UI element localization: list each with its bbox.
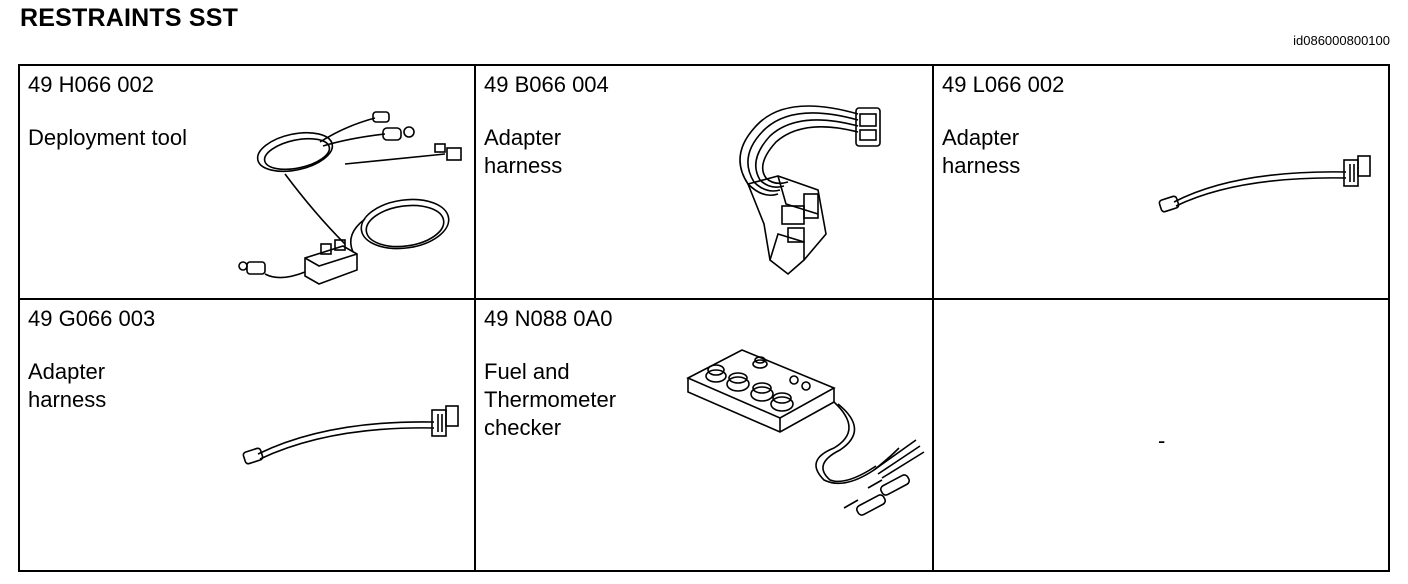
part-number: 49 G066 003 [28, 306, 156, 331]
tool-cell-empty: - [934, 300, 1388, 570]
part-name-line: Deployment tool [28, 125, 187, 150]
tool-cell-49g066003: 49 G066 003 Adapter harness [20, 300, 476, 570]
part-name-line: Fuel and [484, 359, 570, 384]
part-name-line: Adapter [484, 125, 562, 150]
part-name: Adapter harness [484, 124, 562, 180]
part-name-line: checker [484, 415, 562, 440]
deployment-tool-icon [225, 104, 465, 294]
part-number: 49 N088 0A0 [484, 306, 613, 331]
adapter-harness-connector-icon [708, 84, 908, 284]
part-name: Deployment tool [28, 124, 187, 152]
document-id: id086000800100 [1293, 33, 1390, 48]
part-name-line: harness [942, 153, 1021, 178]
adapter-harness-cable-icon [1156, 150, 1376, 220]
part-name-line: Thermometer [484, 387, 617, 412]
part-name-line: Adapter [942, 125, 1020, 150]
part-name-line: harness [484, 153, 563, 178]
part-name-line: Adapter [28, 359, 106, 384]
part-number: 49 L066 002 [942, 72, 1065, 97]
tool-cell-49h066002: 49 H066 002 Deployment tool [20, 66, 476, 300]
part-number: 49 H066 002 [28, 72, 154, 97]
tool-cell-49b066004: 49 B066 004 Adapter harness [476, 66, 934, 300]
tool-cell-49l066002: 49 L066 002 Adapter harness [934, 66, 1388, 300]
part-name: Adapter harness [942, 124, 1020, 180]
fuel-thermometer-checker-icon [684, 330, 934, 530]
part-number: 49 B066 004 [484, 72, 609, 97]
part-name: Adapter harness [28, 358, 106, 414]
page-title: RESTRAINTS SST [20, 4, 239, 32]
adapter-harness-cable-icon [238, 402, 468, 472]
part-name-line: harness [28, 387, 107, 412]
empty-placeholder: - [1158, 428, 1166, 453]
sst-table: 49 H066 002 Deployment tool [18, 64, 1390, 572]
